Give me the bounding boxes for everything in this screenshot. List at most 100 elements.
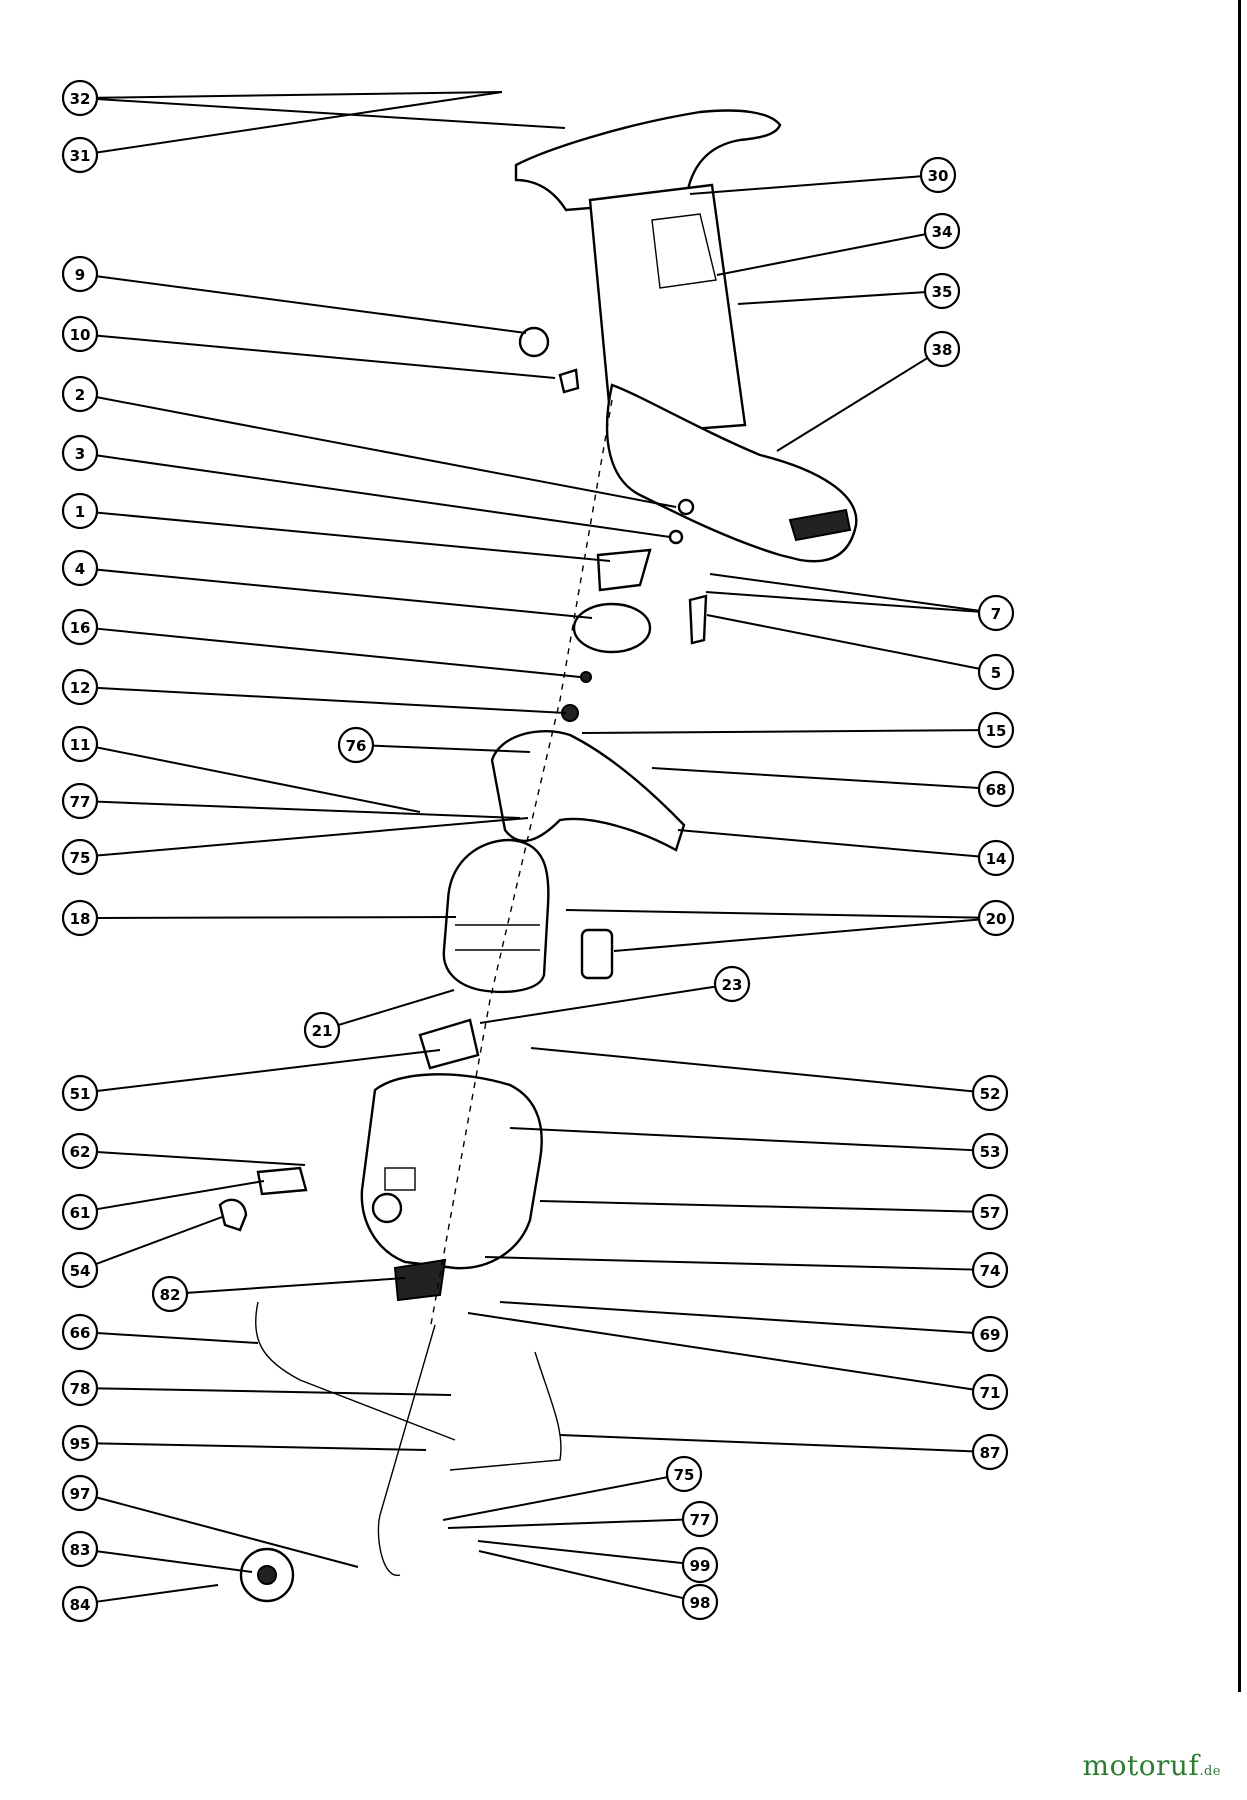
callout-71: 71 (971, 1373, 1009, 1411)
leader-line-52 (530, 1047, 974, 1093)
callout-circle (681, 1500, 719, 1538)
callout-number: 83 (70, 1541, 91, 1559)
callout-83: 83 (61, 1530, 99, 1568)
switch-block (256, 1166, 308, 1196)
leader-line-53 (509, 1127, 974, 1152)
motor (442, 838, 550, 994)
callout-4: 4 (61, 549, 99, 587)
knob (518, 326, 550, 358)
callout-circle (971, 1251, 1009, 1289)
housing-label (384, 1167, 416, 1191)
leader-line-76 (372, 744, 531, 753)
callout-14: 14 (977, 839, 1015, 877)
switch-knob (371, 1192, 403, 1224)
callout-circle (151, 1275, 189, 1313)
callout-87: 87 (971, 1433, 1009, 1471)
callout-number: 87 (980, 1444, 1001, 1462)
callout-number: 31 (70, 147, 91, 165)
grille (393, 1258, 447, 1302)
callout-54: 54 (61, 1251, 99, 1289)
callout-circle (61, 1585, 99, 1623)
callout-number: 53 (980, 1143, 1001, 1161)
callout-69: 69 (971, 1315, 1009, 1353)
callout-75: 75 (61, 838, 99, 876)
callout-number: 82 (160, 1286, 181, 1304)
callout-number: 76 (346, 737, 367, 755)
callout-2: 2 (61, 375, 99, 413)
callout-number: 95 (70, 1435, 91, 1453)
callout-34: 34 (923, 212, 961, 250)
callout-number: 69 (980, 1326, 1001, 1344)
callout-32: 32 (61, 79, 99, 117)
callout-circle (61, 1424, 99, 1462)
callout-number: 14 (986, 850, 1007, 868)
callout-number: 57 (980, 1204, 1001, 1222)
callout-circle (971, 1132, 1009, 1170)
callout-53: 53 (971, 1132, 1009, 1170)
callout-18: 18 (61, 899, 99, 937)
watermark-tld: .de (1199, 1764, 1221, 1779)
nut (677, 498, 695, 516)
callout-circle (61, 1193, 99, 1231)
assembly-axis (429, 399, 613, 1331)
callout-number: 77 (70, 793, 91, 811)
callout-circle (713, 965, 751, 1003)
watermark-logo: motoruf.de (1083, 1749, 1221, 1782)
leader-line-31 (96, 91, 503, 154)
callout-circle (61, 434, 99, 472)
callout-circle (681, 1583, 719, 1621)
callout-circle (61, 1313, 99, 1351)
callout-number: 68 (986, 781, 1007, 799)
callout-99: 99 (681, 1546, 719, 1584)
latch (688, 594, 708, 645)
leader-line-57 (539, 1200, 974, 1213)
callout-66: 66 (61, 1313, 99, 1351)
callout-61: 61 (61, 1193, 99, 1231)
callout-circle (61, 492, 99, 530)
callout-number: 4 (75, 560, 85, 578)
callout-35: 35 (923, 272, 961, 310)
leader-line-74 (484, 1256, 974, 1271)
housing-vent (788, 508, 852, 542)
callout-circle (665, 1455, 703, 1493)
leader-line-87 (559, 1434, 974, 1453)
leader-line-20 (613, 918, 980, 952)
leader-line-95 (96, 1442, 427, 1451)
callout-number: 77 (690, 1511, 711, 1529)
bracket (596, 548, 652, 592)
callout-number: 5 (991, 664, 1001, 682)
callout-number: 66 (70, 1324, 91, 1342)
callout-circle (923, 272, 961, 310)
callout-68: 68 (977, 770, 1015, 808)
leader-line-10 (96, 334, 556, 379)
leader-line-30 (689, 175, 922, 195)
callout-84: 84 (61, 1585, 99, 1623)
callout-circle (61, 1530, 99, 1568)
callout-number: 34 (932, 223, 953, 241)
callout-circle (971, 1193, 1009, 1231)
callout-75: 75 (665, 1455, 703, 1493)
callout-circle (923, 212, 961, 250)
callout-95: 95 (61, 1424, 99, 1462)
callout-circle (303, 1011, 341, 1049)
callout-57: 57 (971, 1193, 1009, 1231)
leader-line-9 (96, 275, 527, 334)
leader-line-51 (96, 1049, 441, 1092)
callout-number: 18 (70, 910, 91, 928)
leader-line-38 (776, 357, 929, 452)
callout-number: 1 (75, 503, 85, 521)
callout-circle (61, 782, 99, 820)
callout-circle (977, 594, 1015, 632)
lower-housing (360, 1073, 543, 1270)
callout-number: 61 (70, 1204, 91, 1222)
callout-7: 7 (977, 594, 1015, 632)
callout-12: 12 (61, 668, 99, 706)
callout-number: 98 (690, 1594, 711, 1612)
callout-circle (61, 79, 99, 117)
leader-line-34 (716, 233, 926, 276)
callout-number: 35 (932, 283, 953, 301)
callout-circle (61, 549, 99, 587)
page-edge-line (1238, 0, 1241, 1692)
callout-11: 11 (61, 725, 99, 763)
